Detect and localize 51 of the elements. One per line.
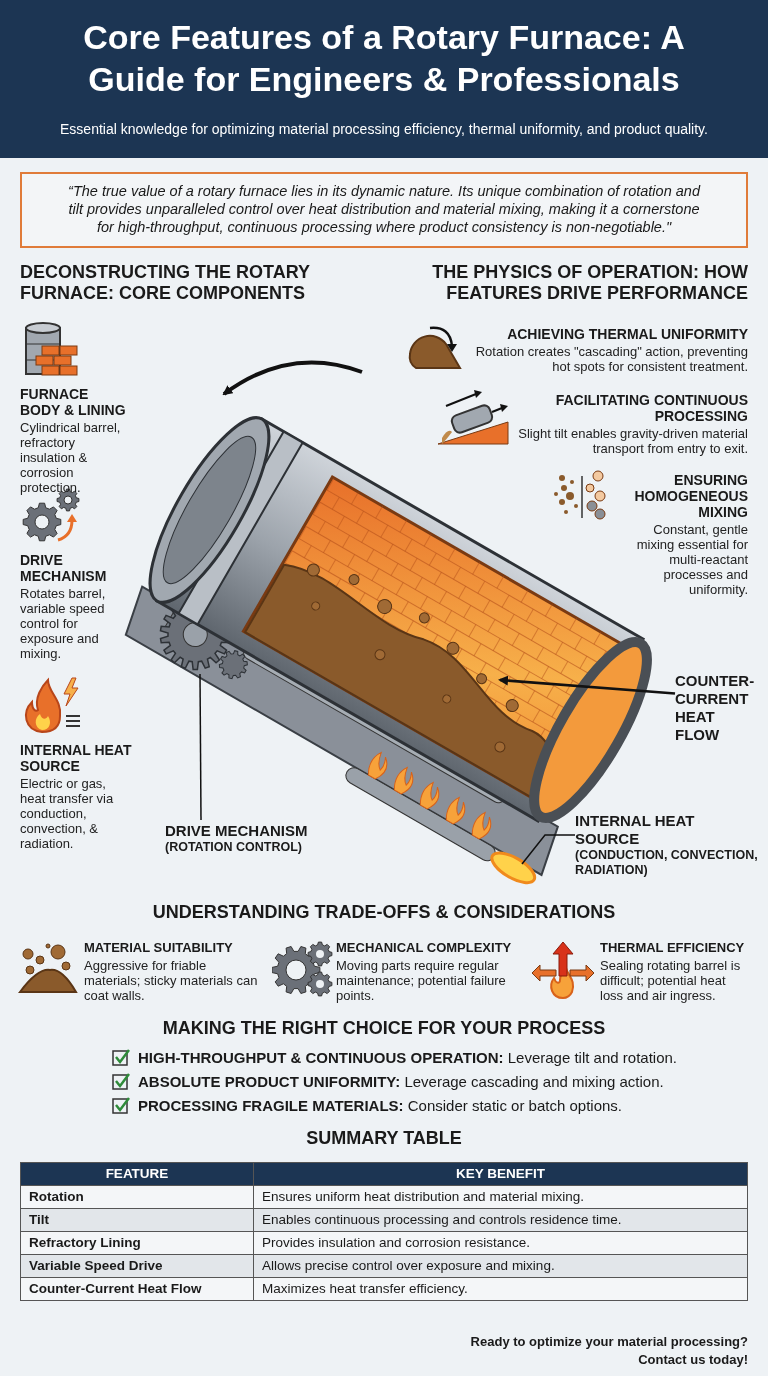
item-description: Slight tilt enables gravity-driven material transport from entry to exit.: [517, 426, 748, 456]
item-heading: FURNACE BODY & LINING: [20, 386, 127, 418]
checklist-item: PROCESSING FRAGILE MATERIALS: Consider static or batch options.: [138, 1096, 623, 1115]
item-heading: THERMAL EFFICIENCY: [600, 940, 746, 956]
table-cell: Allows precise control over exposure and mixing.: [253, 1254, 748, 1278]
item-description: Sealing rotating barrel is difficult; potential heat loss and air ingress.: [600, 958, 742, 1003]
item-description: Cylindrical barrel, refractory insulation & corrosion protection.: [20, 420, 122, 495]
item-description: Moving parts require regular maintenance; potential failure points.: [336, 958, 507, 1003]
item-description: Electric or gas, heat transfer via conduction, convection, & radiation.: [20, 776, 115, 851]
table-cell: Rotation: [20, 1185, 254, 1209]
table-cell: Counter-Current Heat Flow: [20, 1277, 254, 1301]
section-heading: UNDERSTANDING TRADE-OFFS & CONSIDERATIONS: [151, 902, 617, 923]
table-header-cell: FEATURE: [20, 1162, 254, 1186]
section-heading: MAKING THE RIGHT CHOICE FOR YOUR PROCESS: [161, 1018, 607, 1039]
section-heading: SUMMARY TABLE: [305, 1128, 463, 1149]
table-cell: Provides insulation and corrosion resistance.: [253, 1231, 748, 1255]
item-description: Aggressive for friable materials; sticky materials can coat walls.: [84, 958, 259, 1003]
callout-label: INTERNAL HEAT SOURCE: [575, 812, 696, 848]
section-heading: DECONSTRUCTING THE ROTARY FURNACE: CORE COMPONENTS: [20, 262, 311, 304]
item-heading: MECHANICAL COMPLEXITY: [336, 940, 513, 956]
item-heading: DRIVE MECHANISM: [20, 552, 108, 584]
table-cell: Refractory Lining: [20, 1231, 254, 1255]
footer-note: Contact us today!: [637, 1352, 748, 1368]
section-heading: THE PHYSICS OF OPERATION: HOW FEATURES DRIVE PERFORMANCE: [431, 262, 748, 304]
subtitle: Essential knowledge for optimizing material processing efficiency, thermal uniformity, and product quality.: [59, 120, 709, 138]
title: Core Features of a Rotary Furnace: A Guide for Engineers & Professionals: [82, 17, 686, 100]
table-cell: Tilt: [20, 1208, 254, 1232]
item-heading: FACILITATING CONTINUOUS PROCESSING: [554, 392, 748, 424]
item-heading: ACHIEVING THERMAL UNIFORMITY: [506, 326, 748, 342]
callout-label: COUNTER-CURRENT HEAT FLOW: [675, 672, 756, 744]
item-description: Rotation creates "cascading" action, preventing hot spots for consistent treatment.: [474, 344, 748, 374]
item-heading: INTERNAL HEAT SOURCE: [20, 742, 132, 774]
quote-callout: “The true value of a rotary furnace lies in its dynamic nature. Its unique combination of rotation and tilt provides unparalleled control over heat distribution and material mixing, making it a cornerstone for high-throughput, continuous processing where product consistency is non-negotiable.": [20, 172, 748, 248]
arrow: [498, 675, 676, 695]
callout-sublabel: (ROTATION CONTROL): [165, 840, 303, 855]
item-heading: MATERIAL SUITABILITY: [84, 940, 234, 956]
table-cell: Ensures uniform heat distribution and material mixing.: [253, 1185, 748, 1209]
footer-note: Ready to optimize your material processing?: [469, 1334, 748, 1350]
item-description: Constant, gentle mixing essential for multi-reactant processes and uniformity.: [635, 522, 748, 597]
item-heading: ENSURING HOMOGENEOUS MIXING: [633, 472, 748, 520]
checklist-item: ABSOLUTE PRODUCT UNIFORMITY: Leverage cascading and mixing action.: [138, 1072, 665, 1091]
callout-sublabel: (CONDUCTION, CONVECTION, RADIATION): [575, 848, 759, 878]
table-header-cell: KEY BENEFIT: [253, 1162, 748, 1186]
leader-line: [521, 834, 576, 865]
checklist-item: HIGH-THROUGHPUT & CONTINUOUS OPERATION: Leverage tilt and rotation.: [138, 1048, 678, 1067]
table-cell: Maximizes heat transfer efficiency.: [253, 1277, 748, 1301]
table-cell: Variable Speed Drive: [20, 1254, 254, 1278]
callout-label: DRIVE MECHANISM: [165, 822, 309, 840]
table-cell: Enables continuous processing and controls residence time.: [253, 1208, 748, 1232]
item-description: Rotates barrel, variable speed control for exposure and mixing.: [20, 586, 107, 661]
leader-line: [199, 673, 202, 821]
